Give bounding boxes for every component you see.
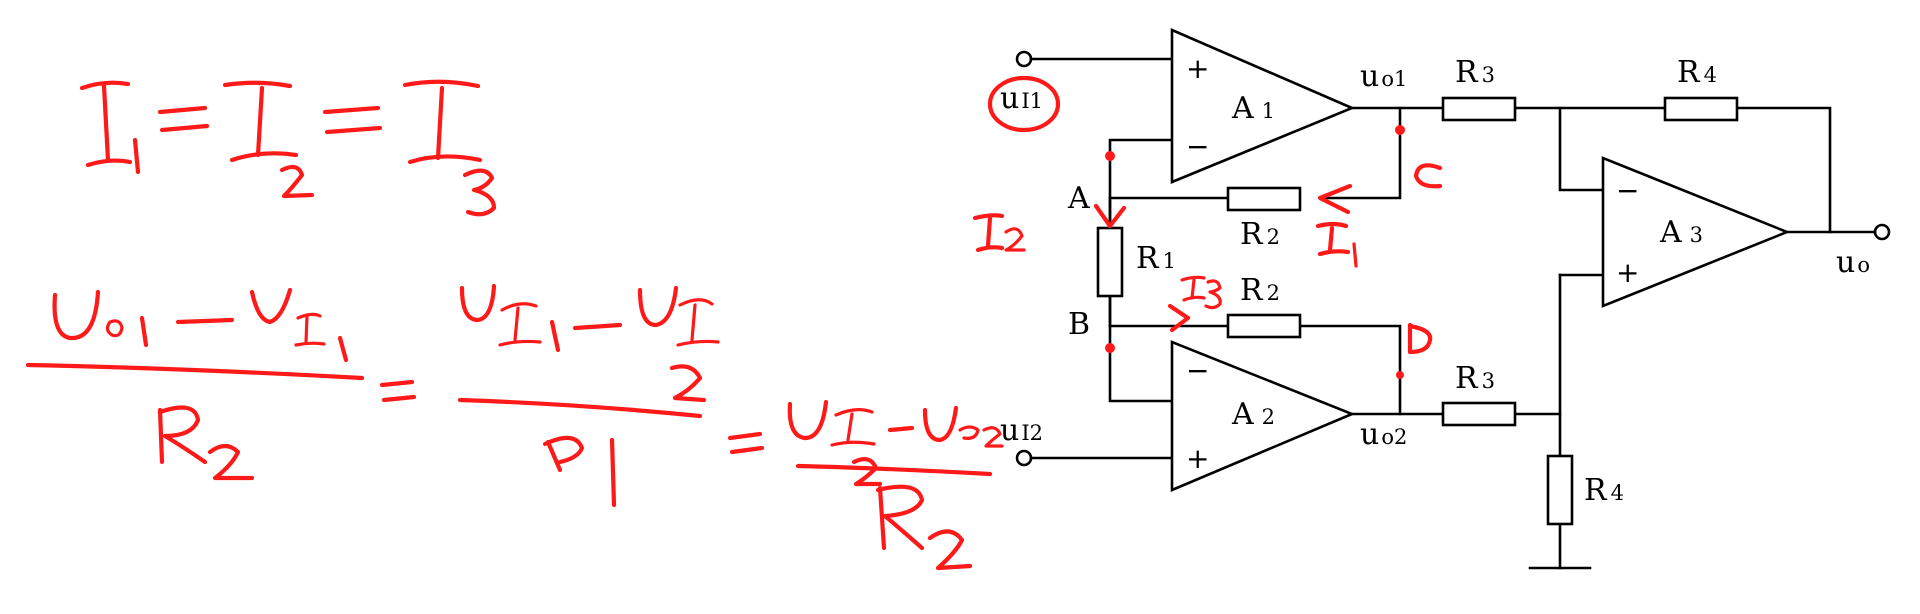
- node-dot-c: [1395, 125, 1405, 135]
- node-dot-a: [1105, 151, 1115, 161]
- output-uo-label: uo: [1836, 245, 1870, 280]
- output-uo1-label: uo1: [1360, 59, 1407, 94]
- resistor-r2-top: [1226, 186, 1302, 212]
- output-uo2-label: uo2: [1360, 417, 1407, 452]
- node-b-label: B: [1068, 307, 1090, 342]
- output-terminal-uo: [1873, 223, 1891, 241]
- node-dot-b: [1105, 343, 1115, 353]
- input-terminal-ui1: [1015, 50, 1033, 68]
- opamp-a1: [1170, 28, 1356, 184]
- opamp-a2: [1170, 340, 1356, 492]
- a1-minus-sign: −: [1186, 130, 1209, 163]
- resistor-r3-bottom: [1441, 401, 1517, 427]
- input-ui1-label: uI1: [1000, 81, 1043, 116]
- resistor-r2-bottom: [1226, 313, 1302, 339]
- resistor-r1: [1096, 226, 1124, 298]
- resistor-r3-top: [1441, 96, 1517, 122]
- a2-minus-sign: −: [1186, 354, 1209, 387]
- resistor-r4-top: [1663, 96, 1739, 122]
- handwritten-equation-ratios: [25, 283, 1004, 571]
- a3-plus-sign: +: [1616, 256, 1639, 289]
- handwritten-equation-currents: [79, 79, 497, 217]
- a2-plus-sign: +: [1186, 442, 1209, 475]
- opamp-a3: [1601, 156, 1791, 308]
- input-terminal-ui2: [1015, 449, 1033, 467]
- node-dot-d: [1396, 371, 1404, 379]
- a1-plus-sign: +: [1186, 52, 1209, 85]
- input-ui2-label: uI2: [1000, 413, 1043, 448]
- resistor-r4-bottom: [1546, 454, 1574, 526]
- circuit-annotations: [972, 75, 1443, 379]
- node-a-label: A: [1067, 181, 1090, 216]
- a3-minus-sign: −: [1616, 174, 1639, 207]
